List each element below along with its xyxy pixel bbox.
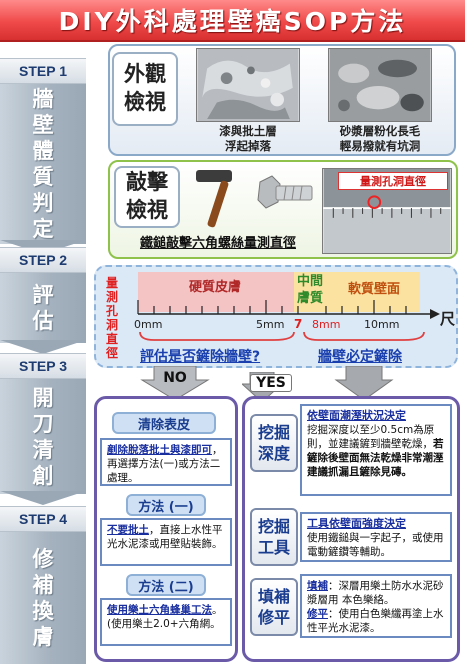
no-arrow (140, 366, 210, 400)
knock-heading-box (114, 166, 180, 228)
hammer-icon (196, 170, 232, 228)
no-label: NO (163, 370, 187, 386)
tools-caption: 鐵鎚敲擊六角螺絲量測直徑 (139, 236, 296, 251)
peeling-paint-photo (196, 48, 300, 122)
yes-arrow-right (334, 366, 394, 400)
zone-mid-fill (294, 272, 324, 312)
step-3-text: 開刀 清創 (0, 379, 86, 494)
step-4-label: STEP 4 (0, 506, 86, 532)
step-3-label: STEP 3 (0, 353, 86, 379)
zone-hard-fill (138, 272, 294, 312)
step-1-label: STEP 1 (0, 58, 86, 84)
step-4-text: 修補 換膚 (0, 532, 86, 664)
tick-7: 7 (294, 317, 303, 331)
step-2-label: STEP 2 (0, 247, 86, 273)
knock-heading: 敲擊檢視 (126, 170, 168, 222)
zone-soft-fill (324, 272, 420, 312)
step-3-chevron (0, 491, 86, 505)
ruler-unit: 尺 (440, 310, 456, 328)
clean-skin-header: 清除表皮 (112, 412, 216, 434)
visual-caption-2: 砂漿層粉化長毛輕易撥就有坑洞 (339, 124, 421, 153)
ruler-side-label: 量測孔 洞直徑 (105, 276, 118, 360)
ruler-scale (137, 300, 440, 319)
tick-10mm: 10mm (364, 318, 400, 331)
clean-skin-text: 剷除脫落批土與漆即可，再選擇方法(一)或方法二處理。 (100, 438, 232, 486)
step-2-text: 評估 (0, 273, 86, 343)
visual-heading: 外觀檢視 (124, 62, 166, 114)
zone-soft-label: 軟質壁面 (347, 282, 400, 297)
dig-tool-button: 挖掘工具 (250, 508, 298, 566)
zone-hard-label: 硬質皮膚 (188, 280, 241, 295)
visual-heading-box (112, 52, 178, 126)
tick-0mm: 0mm (134, 318, 163, 331)
tick-5mm: 5mm (256, 318, 285, 331)
tick-8mm: 8mm (312, 318, 341, 331)
eval-right-text: 牆壁必定鏟除 (318, 349, 402, 365)
yes-label: YES (250, 374, 292, 392)
dig-depth-button: 挖掘深度 (250, 414, 298, 472)
zone-mid-label: 中間膚質 (296, 274, 323, 306)
visual-caption-1: 漆與批土層浮起掉落 (219, 124, 277, 153)
dig-depth-text: 依壁面潮溼狀況決定 挖掘深度以至少0.5cm為原則，並建議鏟到牆壁乾燥，若鏟除後… (300, 404, 452, 496)
eval-left-text: 評估是否鏟除牆壁? (140, 349, 261, 365)
page-title: DIY外科處理壁癌SOP方法 (0, 0, 465, 42)
fill-level-text: 填補：深層用樂土防水水泥砂漿層用 本色樂絡。 修平：使用白色樂纖再塗上水性平光水… (300, 574, 452, 638)
dig-tool-text: 工具依壁面強度決定 使用鐵鎚與一字起子，或使用電動鏟鑽等輔助。 (300, 512, 452, 562)
measure-hole-badge: 量測孔洞直徑 (338, 172, 448, 190)
step-1-text: 牆壁體 質判定 (0, 84, 86, 244)
method-1-text: 不要批土，直接上水性平光水泥漆或用壁貼裝飾。 (100, 518, 232, 566)
method-1-header: 方法 (一) (126, 494, 206, 516)
powdery-mortar-photo (328, 48, 432, 122)
hex-bolt-icon (257, 175, 313, 209)
step-2-chevron (0, 340, 86, 354)
range-brackets (139, 331, 425, 341)
method-2-text: 使用樂土六角蜂巢工法。(使用樂土2.0+六角網。 (100, 598, 232, 646)
fill-level-button: 填補修平 (250, 578, 298, 636)
method-2-header: 方法 (二) (126, 574, 206, 596)
